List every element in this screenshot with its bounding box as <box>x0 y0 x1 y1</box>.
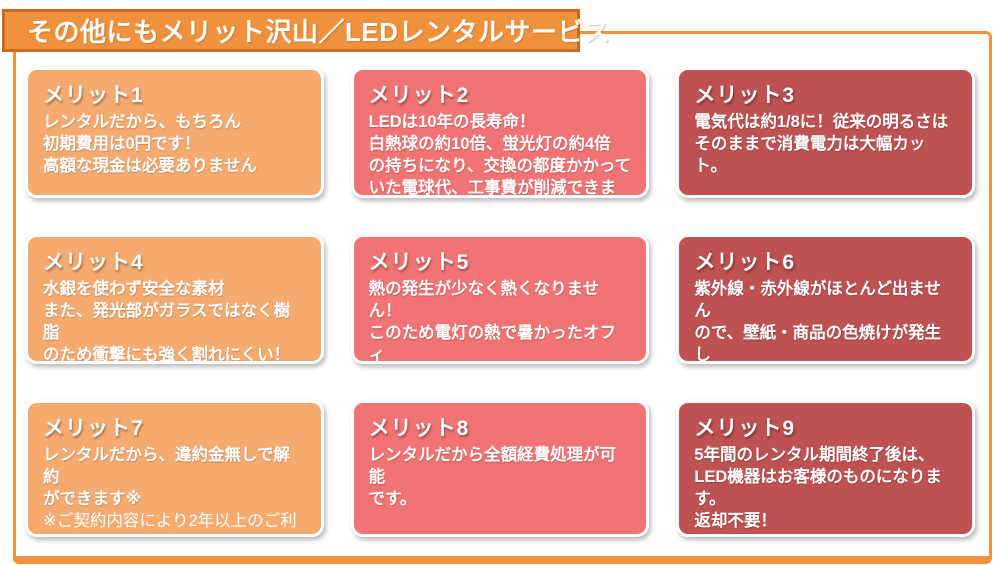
merit-card-1: メリット1 レンタルだから、もちろん 初期費用は0円です！ 高額な現金は必要あり… <box>25 67 324 198</box>
card-title: メリット4 <box>43 251 144 274</box>
card-title: メリット8 <box>368 417 470 440</box>
merit-card-7: メリット7 レンタルだから、違約金無しで解約 ができます※ ※ご契約内容により2… <box>25 400 324 537</box>
merit-card-2: メリット2 LEDは10年の長寿命！ 白熱球の約10倍、蛍光灯の約4倍 の持ちに… <box>350 67 650 198</box>
card-title: メリット9 <box>694 417 796 440</box>
card-title: メリット3 <box>694 84 796 107</box>
card-title: メリット7 <box>43 417 144 440</box>
card-body: レンタルだから、違約金無しで解約 ができます※ <box>43 446 291 508</box>
card-body: 水銀を使わず安全な素材 また、発光部がガラスではなく樹脂 のため衝撃にも強く割れ… <box>43 280 291 364</box>
card-body: 熱の発生が少なく熱くなりません！ このため電灯の熱で暑かったオフィ ス環境が改善… <box>368 280 617 364</box>
card-title: メリット6 <box>694 251 796 274</box>
card-body: レンタルだから全額経費処理が可能 です。 <box>368 446 617 508</box>
card-body: 電気代は約1/8に！従来の明るさは そのままで消費電力は大幅カット。 <box>694 113 949 175</box>
merit-card-6: メリット6 紫外線・赤外線がほとんど出ません ので、壁紙・商品の色焼けが発生し … <box>676 234 975 364</box>
card-title: メリット5 <box>368 251 470 274</box>
merit-card-8: メリット8 レンタルだから全額経費処理が可能 です。 <box>350 400 650 537</box>
card-title: メリット2 <box>368 84 470 107</box>
merit-card-grid: メリット1 レンタルだから、もちろん 初期費用は0円です！ 高額な現金は必要あり… <box>25 67 975 537</box>
header-banner: その他にもメリット沢山／LEDレンタルサービス <box>2 9 610 52</box>
card-footnote: ※ご契約内容により2年以上のご利 用が必要な場合があります <box>43 511 297 534</box>
merit-card-5: メリット5 熱の発生が少なく熱くなりません！ このため電灯の熱で暑かったオフィ … <box>350 234 650 364</box>
card-body: レンタルだから、もちろん 初期費用は0円です！ 高額な現金は必要ありません <box>43 113 258 175</box>
card-body: 5年間のレンタル期間終了後は、 LED機器はお客様のものになります。 返却不要！ <box>694 446 942 530</box>
card-body: 紫外線・赤外線がほとんど出ません ので、壁紙・商品の色焼けが発生し づらく、紫外… <box>694 280 942 364</box>
merit-card-9: メリット9 5年間のレンタル期間終了後は、 LED機器はお客様のものになります。… <box>676 400 975 537</box>
merit-card-4: メリット4 水銀を使わず安全な素材 また、発光部がガラスではなく樹脂 のため衝撃… <box>25 234 324 364</box>
page-title: その他にもメリット沢山／LEDレンタルサービス <box>27 17 611 47</box>
card-body: LEDは10年の長寿命！ 白熱球の約10倍、蛍光灯の約4倍 の持ちになり、交換の… <box>368 113 632 197</box>
merit-card-3: メリット3 電気代は約1/8に！従来の明るさは そのままで消費電力は大幅カット。 <box>676 67 975 198</box>
card-title: メリット1 <box>43 84 144 107</box>
